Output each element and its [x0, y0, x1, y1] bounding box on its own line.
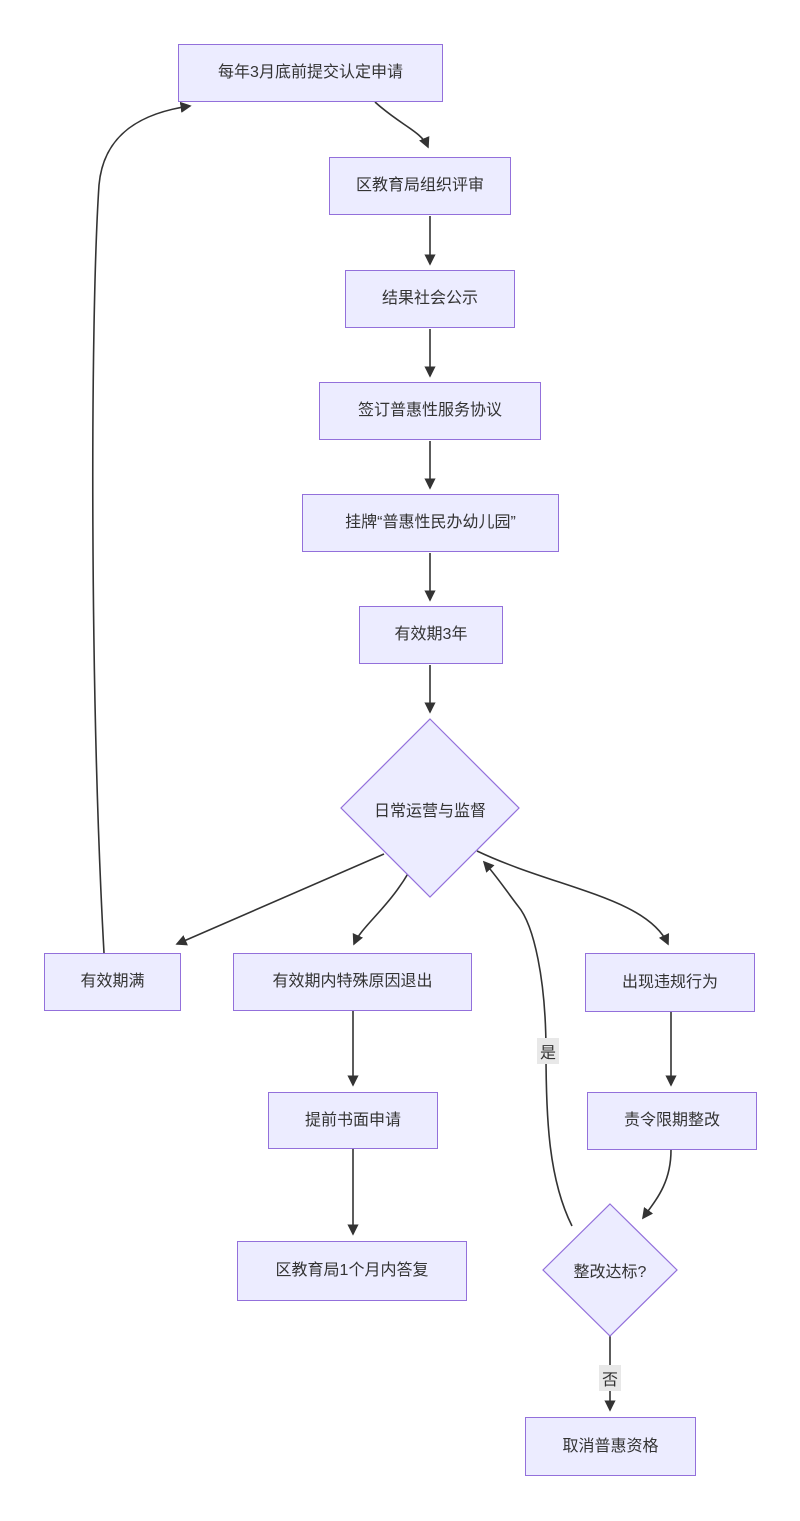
node-publicity-label: 结果社会公示	[381, 290, 478, 308]
edge-operation-expire	[175, 853, 385, 946]
node-written-request: 提前书面申请	[268, 1092, 438, 1149]
node-apply: 每年3月底前提交认定申请	[178, 44, 443, 102]
node-review: 区教育局组织评审	[329, 157, 511, 215]
node-exit-label: 有效期内特殊原因退出	[272, 973, 433, 991]
edge-rectify-check-operation-yes	[482, 860, 573, 1227]
edge-operation-exit	[352, 871, 410, 946]
node-agreement: 签订普惠性服务协议	[319, 382, 541, 440]
node-expire-label: 有效期满	[80, 973, 145, 991]
node-exit: 有效期内特殊原因退出	[233, 953, 472, 1011]
node-plaque: 挂牌“普惠性民办幼儿园”	[302, 494, 559, 552]
node-expire: 有效期满	[44, 953, 181, 1011]
node-apply-label: 每年3月底前提交认定申请	[218, 64, 403, 82]
node-rectify-check-shape	[542, 1203, 678, 1337]
node-cancel-label: 取消普惠资格	[562, 1437, 659, 1455]
node-reply-label: 区教育局1个月内答复	[275, 1262, 429, 1280]
edge-operation-violation	[476, 850, 670, 946]
node-publicity: 结果社会公示	[345, 270, 515, 328]
node-validity-label: 有效期3年	[394, 626, 468, 644]
edge-apply-review	[374, 101, 430, 149]
edge-expire-apply	[91, 101, 192, 954]
edge-rectify-rectify-check	[642, 1149, 672, 1220]
edge-label-no: 否	[598, 1365, 622, 1391]
node-cancel: 取消普惠资格	[525, 1417, 696, 1476]
node-review-label: 区教育局组织评审	[355, 177, 484, 195]
node-rectify: 责令限期整改	[587, 1092, 757, 1150]
node-validity: 有效期3年	[359, 606, 503, 664]
node-operation-label: 日常运营与监督	[373, 803, 487, 820]
node-written-request-label: 提前书面申请	[304, 1111, 401, 1129]
node-reply: 区教育局1个月内答复	[237, 1241, 467, 1301]
node-violation-label: 出现违规行为	[621, 973, 718, 991]
node-agreement-label: 签订普惠性服务协议	[357, 402, 502, 420]
edge-label-yes: 是	[536, 1038, 560, 1064]
node-violation: 出现违规行为	[585, 953, 755, 1012]
node-rectify-label: 责令限期整改	[623, 1112, 720, 1130]
node-operation-shape	[340, 718, 520, 898]
node-plaque-label: 挂牌“普惠性民办幼儿园”	[345, 514, 516, 532]
node-rectify-check-label: 整改达标?	[573, 1264, 647, 1281]
